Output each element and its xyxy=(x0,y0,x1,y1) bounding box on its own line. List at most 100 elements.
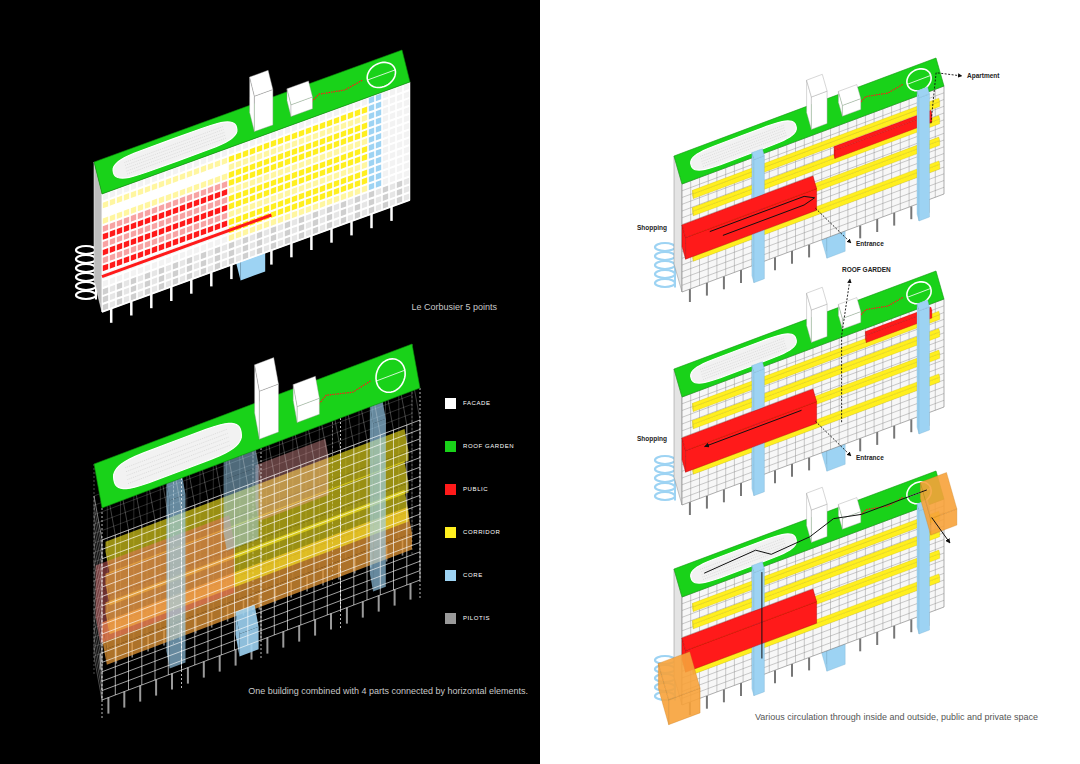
facade-cell xyxy=(348,159,353,167)
facade-cell xyxy=(131,246,136,254)
facade-cell xyxy=(376,180,381,188)
facade-cell xyxy=(208,218,213,226)
facade-cell xyxy=(222,197,227,205)
facade-cell xyxy=(383,91,388,99)
facade-cell xyxy=(145,233,150,241)
facade-cell xyxy=(313,172,318,180)
facade-cell xyxy=(369,183,374,191)
legend-item: CORRIDOR xyxy=(445,527,500,538)
facade-cell xyxy=(278,145,283,153)
roof-ring-line xyxy=(376,370,405,381)
facade-cell xyxy=(334,109,339,117)
facade-cell xyxy=(124,185,129,193)
facade-cell xyxy=(159,173,164,181)
facade-cell xyxy=(313,203,318,211)
facade-cell xyxy=(362,154,367,162)
facade-cell xyxy=(306,174,311,182)
facade-cell xyxy=(348,104,353,112)
facade-cell xyxy=(236,192,241,200)
facade-cell xyxy=(229,163,234,171)
facade-cell xyxy=(355,101,360,109)
facade-cell xyxy=(383,162,388,170)
facade-cell xyxy=(376,149,381,157)
pilotis xyxy=(808,658,810,671)
facade-cell xyxy=(271,187,276,195)
facade-cell xyxy=(355,204,360,212)
facade-cell xyxy=(348,151,353,159)
facade-cell xyxy=(299,185,304,193)
facade-cell xyxy=(397,102,402,110)
legend-text: PUBLIC xyxy=(463,486,488,493)
facade-cell xyxy=(222,150,227,158)
legend-swatch xyxy=(445,527,456,538)
facade-cell xyxy=(355,141,360,149)
facade-cell xyxy=(180,236,185,244)
facade-cell xyxy=(257,153,262,161)
core xyxy=(917,304,919,434)
facade-cell xyxy=(145,264,150,272)
facade-cell xyxy=(222,165,227,173)
facade-cell xyxy=(187,225,192,233)
facade-cell xyxy=(250,187,255,195)
facade-cell xyxy=(313,211,318,219)
pilotis xyxy=(910,619,912,632)
grid-line xyxy=(682,174,944,272)
facade-cell xyxy=(348,127,353,135)
pilotis xyxy=(876,432,878,445)
facade-cell xyxy=(208,163,213,171)
facade-cell xyxy=(383,146,388,154)
facade-cell xyxy=(264,229,269,237)
facade-cell xyxy=(404,186,409,194)
facade-cell xyxy=(299,177,304,185)
facade-cell xyxy=(271,218,276,226)
facade-cell xyxy=(215,247,220,255)
facade-cell xyxy=(292,219,297,227)
frame-line xyxy=(94,647,102,691)
pilotis xyxy=(740,683,742,696)
facade-cell xyxy=(306,206,311,214)
facade-cell xyxy=(376,117,381,125)
facade-cell xyxy=(306,213,311,221)
facade-cell xyxy=(236,200,241,208)
facade-cell xyxy=(299,200,304,208)
facade-cell xyxy=(327,159,332,167)
facade-cell xyxy=(292,124,297,132)
facade-cell xyxy=(208,241,213,249)
facade-cell xyxy=(341,169,346,177)
public-block xyxy=(682,389,817,451)
facade-cell xyxy=(278,232,283,240)
facade-cell xyxy=(103,217,108,225)
roof-hatch xyxy=(702,546,786,577)
stair-loop xyxy=(76,282,96,290)
roof-hatch xyxy=(701,128,785,159)
facade-cell xyxy=(236,145,241,153)
pilotis xyxy=(155,680,157,696)
facade-cell xyxy=(306,182,311,190)
facade-cell xyxy=(397,86,402,94)
facade-cell xyxy=(306,166,311,174)
facade-cell xyxy=(201,212,206,220)
stair-loop xyxy=(655,474,675,482)
facade-cell xyxy=(320,138,325,146)
facade-cell xyxy=(341,177,346,185)
facade-cell xyxy=(124,248,129,256)
facade-cell xyxy=(271,148,276,156)
pilotis xyxy=(330,614,332,630)
shopping-street xyxy=(102,215,271,277)
facade-cell xyxy=(222,205,227,213)
facade-cell xyxy=(285,205,290,213)
facade-cell xyxy=(138,188,143,196)
facade-cell xyxy=(166,170,171,178)
frame-line xyxy=(287,470,288,630)
facade-cell xyxy=(264,150,269,158)
facade-cell xyxy=(152,246,157,254)
grid-line xyxy=(682,387,944,485)
facade-cell xyxy=(243,229,248,237)
facade-cell xyxy=(404,162,409,170)
facade-cell xyxy=(117,219,122,227)
facade-cell xyxy=(383,138,388,146)
facade-cell xyxy=(222,244,227,252)
roof-tower xyxy=(811,91,827,129)
facade-cell xyxy=(397,188,402,196)
facade-cell xyxy=(320,122,325,130)
